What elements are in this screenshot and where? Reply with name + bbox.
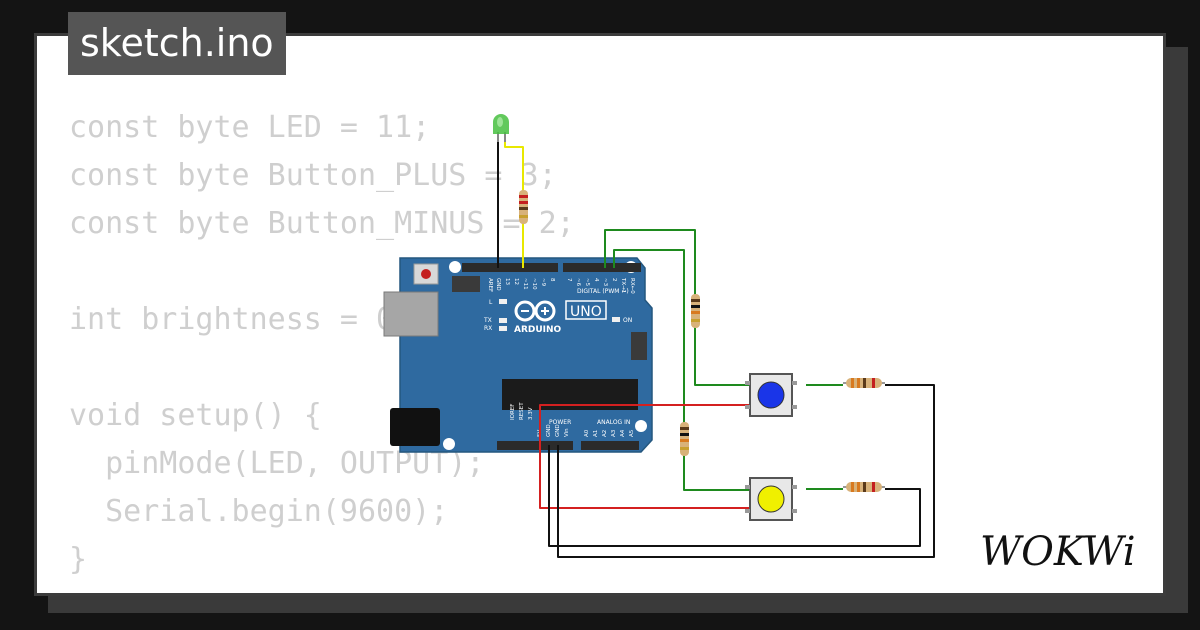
- analog-header: [581, 441, 639, 450]
- pin3-wire[interactable]: [604, 229, 752, 386]
- pin-label: ~10: [531, 278, 537, 290]
- arduino-infinity-logo-icon: [514, 300, 556, 322]
- power-jack: [390, 408, 440, 446]
- icsp-header: [452, 276, 647, 360]
- pin-label: 2: [611, 278, 617, 282]
- gnd-wire-plus[interactable]: [557, 384, 935, 558]
- pin-label: ~5: [584, 278, 590, 287]
- pin-label: ~9: [540, 278, 546, 287]
- reset-button-cap: [421, 269, 431, 279]
- pin2-wire[interactable]: [613, 249, 752, 491]
- mount-hole: [443, 438, 455, 450]
- 5v-wire-plus[interactable]: [539, 404, 752, 445]
- pin-label: TX→1: [620, 277, 626, 293]
- code-line: int brightness = 0;: [69, 302, 413, 337]
- resistor-pulldown-plus[interactable]: [691, 294, 700, 328]
- pin-label: RX←0: [629, 278, 635, 294]
- digital-label: DIGITAL (PWM ~): [577, 288, 629, 295]
- usb-port: [383, 291, 439, 337]
- code-line: const byte Button_MINUS = 2;: [69, 206, 575, 241]
- pin-label: 8: [549, 278, 555, 282]
- pin-label: IOREF: [510, 404, 516, 420]
- wokwi-logo-text: WOKWi: [980, 529, 1136, 575]
- pin-label: 7: [566, 278, 572, 282]
- board-model: UNO: [570, 304, 602, 320]
- wokwi-logo: WOKWi: [980, 529, 1136, 575]
- pin-label: 3.3V: [528, 407, 534, 420]
- green-led[interactable]: [493, 114, 509, 142]
- pin-label: 4: [593, 278, 599, 282]
- pin-label: A1: [593, 430, 599, 437]
- pin-label: Vin: [564, 428, 570, 437]
- pin-label: ~3: [602, 278, 608, 287]
- code-line: }: [69, 542, 88, 577]
- resistor-button-plus[interactable]: [843, 378, 885, 388]
- digital-header-2: [563, 263, 641, 272]
- power-label: POWER: [549, 419, 571, 426]
- on-led: [612, 317, 620, 322]
- mount-hole: [635, 420, 647, 432]
- rx-label: RX: [484, 325, 492, 332]
- code-line: void setup() {: [69, 398, 322, 433]
- code-line: const byte Button_PLUS = 3;: [69, 158, 557, 193]
- pin-label: A0: [584, 429, 590, 437]
- 5v-wire-minus[interactable]: [539, 445, 752, 509]
- gnd-wire-minus[interactable]: [548, 445, 921, 547]
- pin-label: GND: [546, 424, 552, 437]
- push-button-blue[interactable]: [745, 373, 797, 417]
- pin-label: ~11: [522, 278, 528, 290]
- pin-label: AREF: [487, 278, 493, 292]
- tx-led: [499, 318, 507, 323]
- pin-label: 12: [513, 278, 519, 285]
- l-led: [499, 299, 507, 304]
- pin-label: A4: [620, 429, 626, 437]
- file-name-tab[interactable]: sketch.ino: [68, 12, 286, 75]
- uno-box: [565, 300, 607, 320]
- board-brand-text: ARDUINO: [514, 325, 562, 335]
- pin-label: RESET: [519, 402, 525, 420]
- code-line: const byte LED = 11;: [69, 110, 431, 145]
- pin-label: 13: [504, 278, 510, 285]
- power-header: [497, 441, 573, 450]
- code-preview: const byte LED = 11; const byte Button_PL…: [69, 104, 575, 584]
- rx-led: [499, 326, 507, 331]
- code-line: Serial.begin(9600);: [69, 494, 449, 529]
- pin-label: GND: [555, 424, 561, 437]
- mount-hole: [449, 261, 461, 273]
- l-label: L: [489, 299, 493, 306]
- on-label: ON: [623, 317, 632, 324]
- resistor-button-minus[interactable]: [843, 482, 885, 492]
- code-line: pinMode(LED, OUTPUT);: [69, 446, 485, 481]
- digital-header-1: [462, 263, 558, 272]
- pin-label: A2: [602, 430, 608, 437]
- pin-label: ~6: [575, 278, 581, 287]
- resistor-pulldown-minus[interactable]: [680, 422, 689, 456]
- arduino-uno-board[interactable]: L TX RX ON UNO ARDUINO DIGITAL (PWM ~) P…: [383, 257, 653, 453]
- pin-label: A3: [611, 429, 617, 437]
- pin-label: A5: [629, 429, 635, 437]
- analog-label: ANALOG IN: [597, 419, 630, 426]
- tx-label: TX: [483, 317, 492, 324]
- resistor-led[interactable]: [519, 190, 528, 224]
- pin-label: GND: [495, 278, 501, 291]
- push-button-yellow[interactable]: [745, 477, 797, 521]
